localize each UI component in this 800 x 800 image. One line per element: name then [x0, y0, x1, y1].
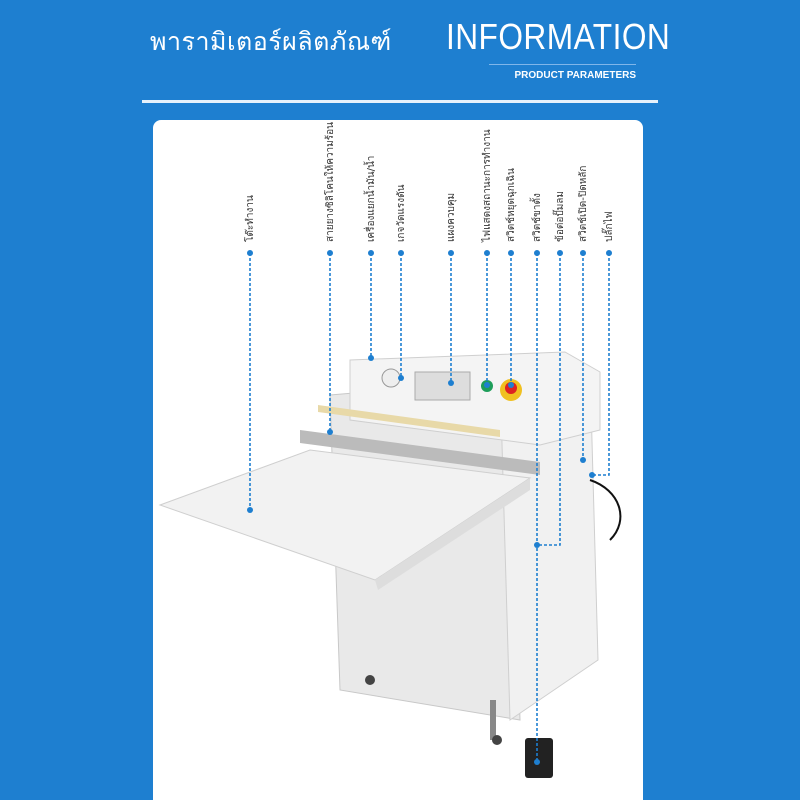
callout-line: [537, 253, 561, 546]
callout-dot: [534, 250, 540, 256]
callout-dot: [580, 250, 586, 256]
callout-dot: [484, 382, 490, 388]
callout-dot: [247, 507, 253, 513]
part-label: แผงควบคุม: [446, 192, 457, 242]
callout-dot: [247, 250, 253, 256]
callout-line: [592, 253, 610, 476]
part-label: สายยางซิลิโคนให้ความร้อน: [325, 122, 336, 242]
callout-dot: [368, 355, 374, 361]
part-label: ไฟแสดงสถานะการทำงาน: [482, 129, 493, 242]
header-rule: [142, 100, 658, 103]
callout-dot: [398, 375, 404, 381]
callout-dot: [534, 759, 540, 765]
part-label: เกจวัดแรงดัน: [396, 184, 407, 242]
callout-dot: [508, 250, 514, 256]
callout-dot: [448, 380, 454, 386]
callout-dot: [327, 429, 333, 435]
callout-dot: [327, 250, 333, 256]
callout-dot: [557, 250, 563, 256]
title-thai: พารามิเตอร์ผลิตภัณฑ์: [150, 27, 392, 56]
callout-dot: [580, 457, 586, 463]
callout-dot: [398, 250, 404, 256]
part-label: เครื่องแยกน้ำมัน/น้ำ: [366, 155, 377, 242]
part-label: ปลั๊กไฟ: [604, 211, 615, 242]
subtitle-divider: [489, 64, 636, 65]
callout-dot: [368, 250, 374, 256]
part-label: สวิตช์เปิด-ปิดหลัก: [578, 165, 589, 242]
callout-dot: [589, 472, 595, 478]
part-label: สวิตช์หยุดฉุกเฉิน: [506, 168, 517, 242]
callout-dot: [508, 382, 514, 388]
callout-dot: [606, 250, 612, 256]
subtitle: PRODUCT PARAMETERS: [514, 70, 636, 81]
callout-dot: [484, 250, 490, 256]
part-label: สวิตช์ขาตั้ง: [532, 193, 543, 242]
title-english: INFORMATION: [446, 16, 671, 57]
part-label: ข้อต่อปั๊มลม: [555, 190, 566, 242]
callout-dot: [448, 250, 454, 256]
callout-dot: [534, 542, 540, 548]
part-label: โต๊ะทำงาน: [245, 195, 256, 242]
